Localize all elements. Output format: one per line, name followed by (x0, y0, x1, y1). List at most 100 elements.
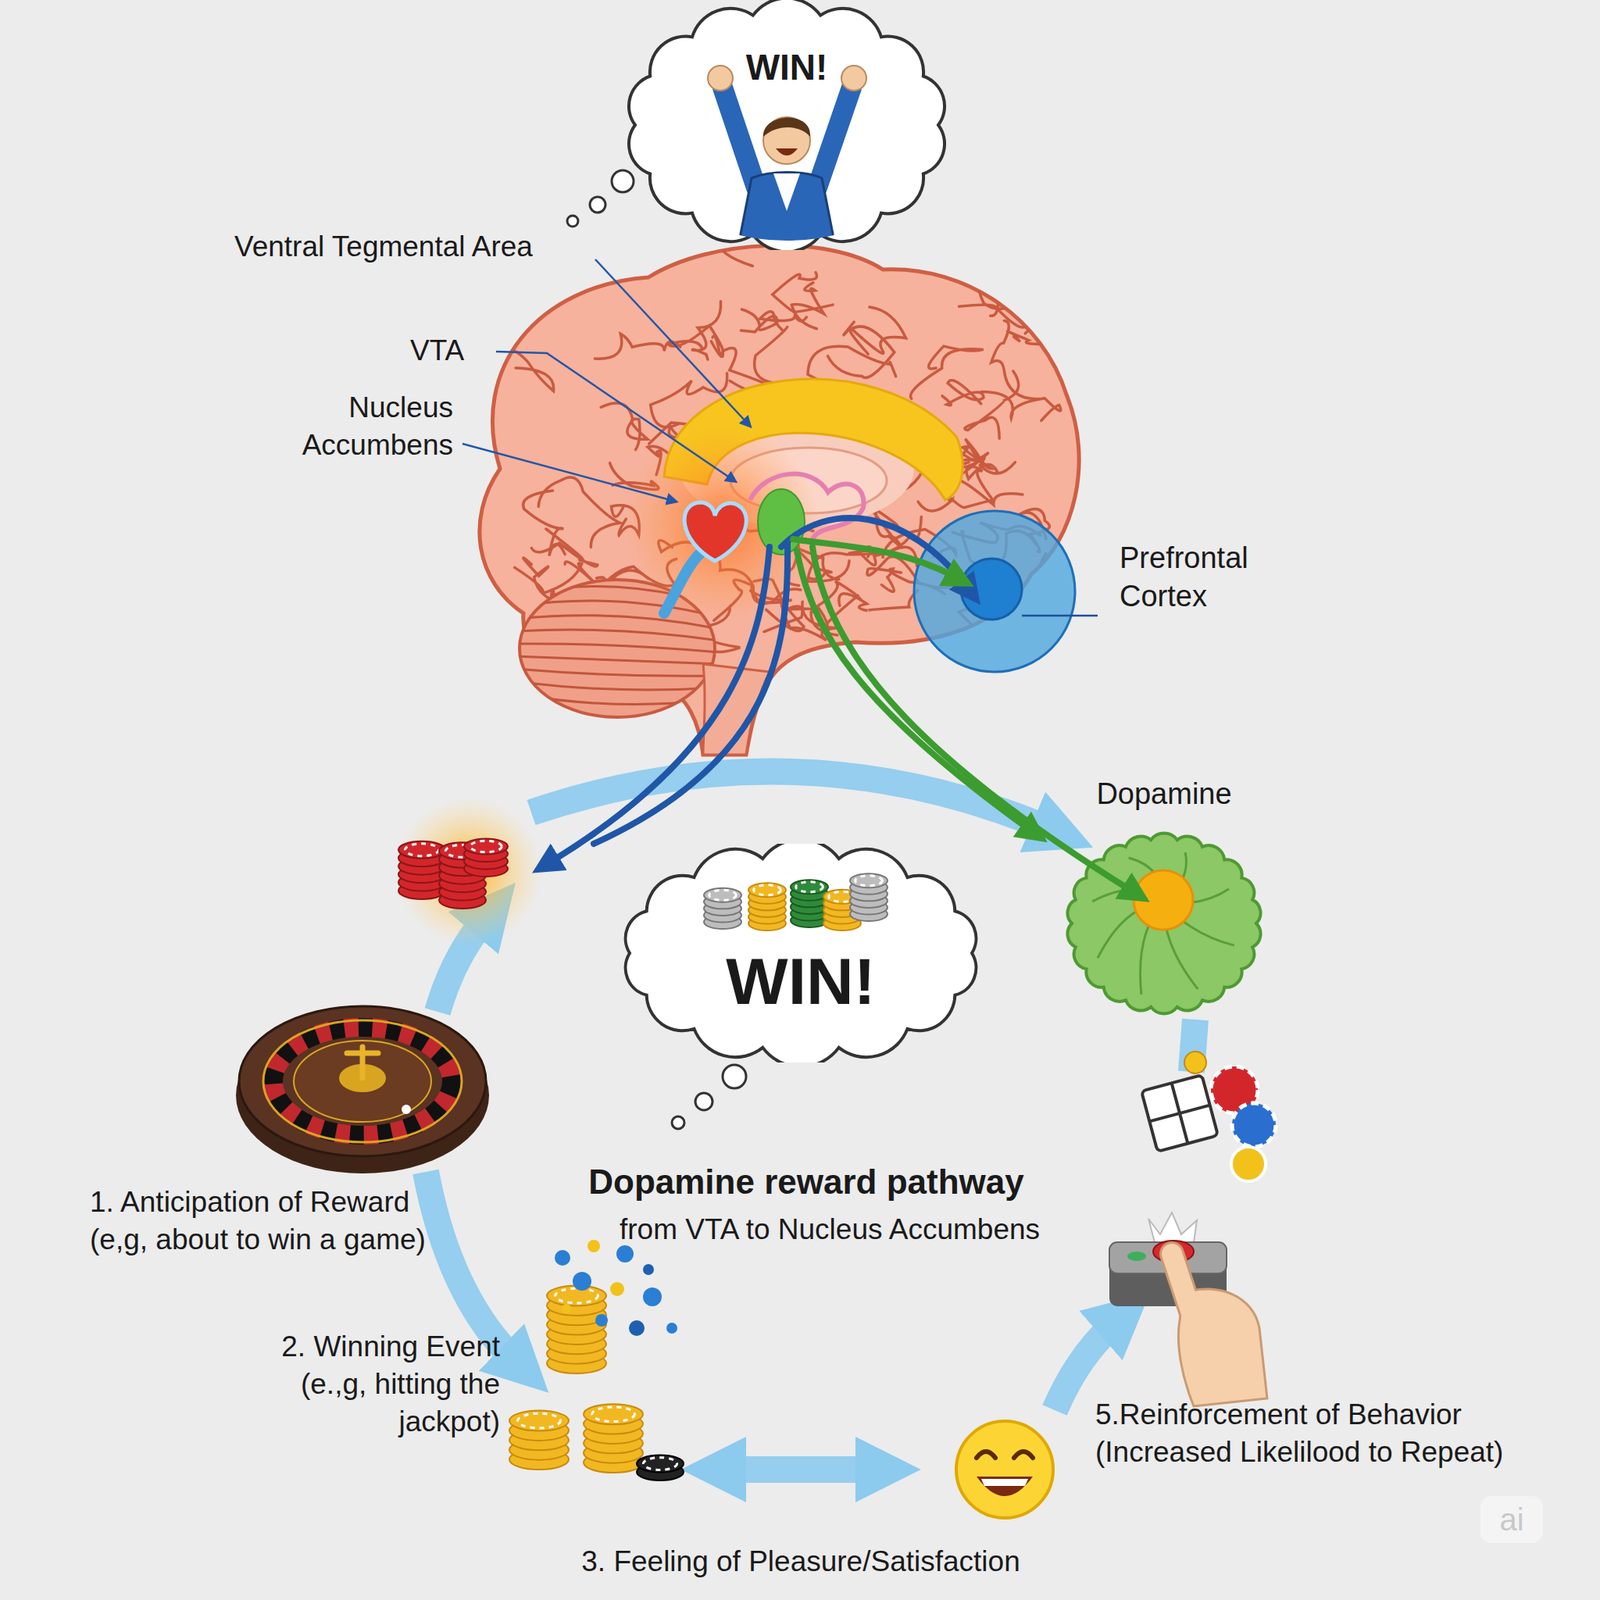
chip-stripe (592, 1407, 636, 1422)
pathway-heading: Dopamine reward pathway (540, 1159, 1072, 1204)
winner-head (763, 117, 811, 165)
chip-stripe (470, 840, 502, 852)
prefrontal-region (914, 510, 1075, 672)
winner-arm (722, 87, 852, 188)
chip (464, 839, 508, 855)
gyrus-line (472, 282, 528, 326)
chip (748, 916, 786, 931)
smiley-teeth (981, 1478, 1029, 1486)
node-text: Dopamine (1062, 775, 1266, 814)
winner-hair (763, 117, 811, 137)
thought-bubble-tail (611, 170, 634, 193)
button-burst (1148, 1212, 1197, 1243)
chip (748, 889, 786, 904)
dopamine-particle (642, 1264, 654, 1275)
node-text: Prefrontal Cortex (1119, 539, 1276, 617)
chip (748, 909, 786, 924)
chip (703, 894, 742, 909)
dopamine-particle (561, 1303, 572, 1314)
chip (850, 900, 888, 915)
chip-stripe (828, 891, 857, 902)
thought-bubble-tail (722, 1064, 747, 1089)
chip (790, 900, 829, 915)
dopamine-pathway-arrow (792, 539, 955, 577)
node-shape (1062, 773, 1266, 1024)
cerebellum-fold (515, 629, 719, 641)
roulette-ring (273, 1027, 452, 1136)
dice-grid (1141, 1075, 1218, 1152)
chip (790, 886, 829, 901)
chip (790, 892, 829, 908)
cerebellum-fold (515, 656, 719, 665)
dopamine-pathway-arrow (781, 517, 968, 588)
gyrus-line (667, 325, 723, 354)
roulette-spindle (346, 1046, 379, 1079)
gyrus-line (966, 457, 1015, 479)
gyrus-line (692, 301, 721, 361)
leader-line (496, 351, 731, 479)
step-label: 3. Feeling of Pleasure/Satisfaction (488, 1542, 1114, 1581)
chip (850, 886, 888, 901)
dopamine-particle (610, 1282, 625, 1297)
chip (1232, 1103, 1276, 1147)
gyrus-line (538, 477, 621, 548)
brainstem (703, 664, 770, 755)
node-text: WIN! (622, 46, 951, 89)
dopamine-particle (595, 1314, 608, 1327)
roulette-ball (401, 1104, 411, 1115)
watermark: ai (1480, 1496, 1543, 1543)
gyrus-line (874, 510, 903, 548)
chip-stripe (753, 885, 782, 896)
prefrontal-core (960, 558, 1022, 620)
chip (703, 907, 742, 922)
chip (823, 916, 861, 931)
winner-fist (707, 65, 733, 91)
roulette-rim (239, 1006, 486, 1157)
double-arrow (726, 1456, 875, 1483)
gyrus-line (523, 490, 566, 557)
chip (790, 906, 829, 921)
gyrus-line (979, 280, 1050, 316)
node-text: WIN! (617, 943, 985, 1020)
chip-stripe (709, 889, 737, 900)
winner-fist (841, 65, 867, 91)
dice-body (1141, 1075, 1218, 1152)
gyrus-line (528, 228, 604, 280)
chip (1231, 1146, 1266, 1182)
thought-bubble: WIN! (622, 0, 951, 250)
cerebellum-fold (515, 681, 719, 690)
leader-line (1021, 614, 1098, 618)
cerebellum-fold (515, 615, 719, 629)
node-shape (622, 0, 951, 250)
region-label: Ventral Tegmental Area (234, 228, 610, 266)
finger (1171, 1253, 1194, 1321)
hippocampus (664, 546, 708, 614)
chip (748, 903, 786, 918)
dopamine-particle (642, 1287, 662, 1307)
gyrus-line (531, 528, 597, 567)
roulette-center (293, 1040, 432, 1122)
step-label: 5.Reinforcement of Behavior (Increased L… (1095, 1396, 1533, 1472)
dopamine-release (1133, 870, 1193, 930)
region-label: VTA (410, 332, 497, 370)
chip (748, 882, 786, 897)
neuron-blob (1067, 833, 1261, 1015)
cycle-arrow (531, 771, 1051, 830)
chip (850, 907, 888, 922)
dopamine-particle (666, 1322, 678, 1334)
gyrus-line (942, 380, 984, 406)
gyrus-line (991, 321, 1040, 400)
winner-figure (707, 65, 867, 258)
chip (850, 880, 888, 895)
thought-bubble-tail (589, 196, 606, 213)
chip (823, 896, 861, 911)
brain-gyri (434, 207, 1088, 653)
gyrus-line (458, 321, 554, 391)
cloud-outline (628, 0, 945, 250)
dopamine-particle (616, 1245, 634, 1263)
chip-stripe (796, 882, 824, 893)
gyrus-line (791, 282, 824, 329)
roulette-ring (273, 1027, 452, 1136)
cerebellum-fold (515, 643, 719, 653)
